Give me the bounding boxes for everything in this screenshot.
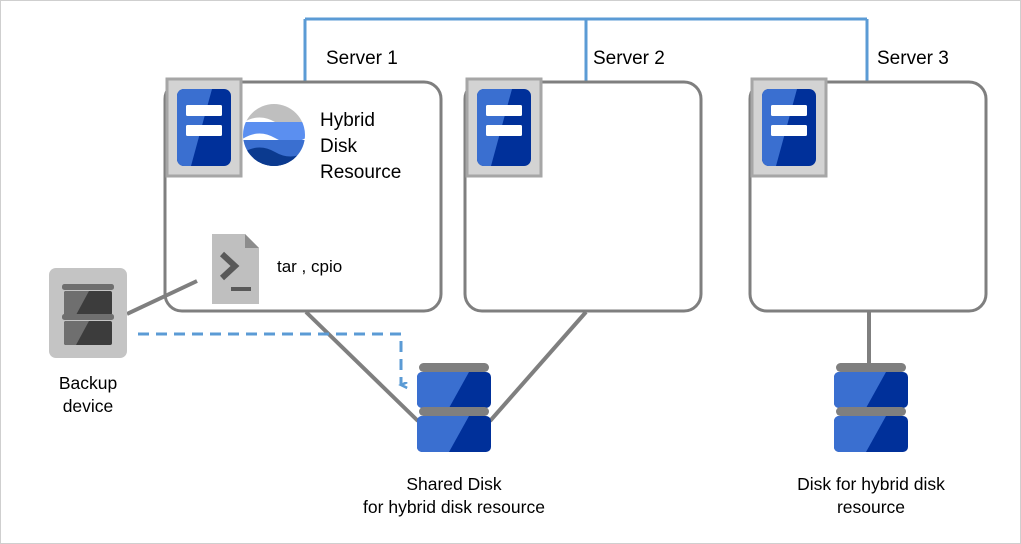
backup-device-label-line1: Backup <box>58 373 118 393</box>
server-3-title: Server 3 <box>877 48 949 69</box>
backup-device-label-line2: device <box>62 396 114 416</box>
hybrid-disk-resource-label-line1: Hybrid <box>320 110 375 131</box>
backup-device-connector <box>126 279 198 316</box>
script-terminal-icon <box>212 234 259 304</box>
hybrid-disk-resource-label-line2: Disk <box>320 136 357 157</box>
shared-disk-icon <box>417 363 491 452</box>
hybrid-disk-icon <box>834 363 908 452</box>
backup-device-icon <box>49 268 127 358</box>
tar-cpio-label: tar , cpio <box>277 257 343 276</box>
disk-connectors <box>126 279 871 423</box>
server-icon-2 <box>465 77 543 178</box>
shared-disk-caption-line2: for hybrid disk resource <box>363 497 545 517</box>
server-1-title: Server 1 <box>326 48 398 69</box>
backup-flow-arrow <box>138 332 401 385</box>
server-2-title: Server 2 <box>593 48 665 69</box>
hybrid-disk-caption-line2: resource <box>836 497 906 517</box>
hybrid-disk-resource-label-line3: Resource <box>320 162 402 183</box>
shared-disk-caption-line1: Shared Disk <box>406 474 502 494</box>
network-bus <box>303 17 869 82</box>
hybrid-disk-caption-line1: Disk for hybrid disk <box>797 474 945 494</box>
server-icon-1 <box>165 77 243 178</box>
server-icon-3 <box>750 77 828 178</box>
